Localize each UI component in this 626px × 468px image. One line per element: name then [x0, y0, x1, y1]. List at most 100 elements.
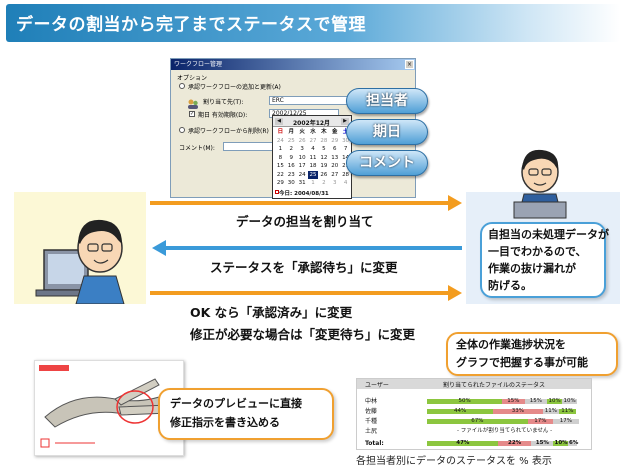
calendar-day[interactable]: 6 [332, 146, 337, 152]
calendar-day[interactable]: 24 [298, 171, 306, 178]
calendar-day[interactable]: 17 [298, 163, 306, 169]
status-percent: 17% [559, 418, 572, 424]
callout-line-1: 自担当の未処理データが [488, 228, 609, 241]
preview-line-2: 修正指示を書き込める [170, 416, 280, 429]
person-at-computer-illustration [35, 219, 125, 305]
calendar-day[interactable]: 27 [309, 137, 317, 144]
calendar-day[interactable]: 28 [342, 171, 350, 178]
status-percent: 67% [471, 418, 484, 424]
right-person-figure [500, 142, 580, 222]
progress-callout [446, 332, 618, 376]
calendar-day[interactable]: 19 [320, 163, 328, 169]
status-percent: 33% [511, 408, 524, 414]
status-percent: 47% [456, 440, 470, 446]
calendar-day[interactable]: 2 [322, 180, 326, 186]
calendar-day[interactable]: 16 [287, 163, 295, 169]
arrow-assign [150, 195, 462, 211]
radio-remove[interactable] [179, 127, 185, 133]
calendar-day[interactable]: 1 [278, 146, 283, 152]
calendar-day[interactable]: 14 [342, 154, 350, 161]
calendar-day[interactable]: 31 [298, 180, 306, 186]
calendar-day[interactable]: 10 [298, 154, 306, 161]
calendar-day[interactable]: 22 [276, 171, 284, 178]
status-percent: 15% [507, 398, 520, 404]
calendar-month: 2002年12月 [293, 120, 331, 127]
calendar-day[interactable]: 12 [320, 154, 328, 161]
radio-add-update[interactable] [179, 83, 185, 89]
status-percent: 10% [563, 398, 576, 404]
calendar-day[interactable]: 20 [331, 163, 339, 169]
users-icon [187, 95, 199, 109]
calendar-day[interactable]: 21 [340, 162, 351, 171]
calendar-weekday: 金 [331, 129, 338, 135]
calendar-next-button[interactable]: ▶ [341, 118, 349, 125]
assign-label: 割り当て先(T): [203, 99, 244, 106]
calendar-weekday: 木 [321, 129, 327, 135]
header-banner [6, 4, 620, 42]
calendar-today[interactable]: 今日: 2004/08/31 [279, 191, 329, 197]
calendar-day[interactable]: 3 [332, 180, 337, 186]
callout-line-3: 作業の抜け漏れが [488, 262, 576, 275]
status-bar-segment [553, 441, 568, 446]
calendar-day[interactable]: 11 [309, 154, 317, 161]
calendar-day[interactable]: 30 [287, 180, 295, 186]
calendar-day[interactable]: 4 [311, 146, 315, 152]
status-bar-segment [427, 419, 528, 424]
status-bar-segment [562, 399, 577, 404]
dialog-titlebar [171, 59, 415, 70]
calendar-day[interactable]: 13 [331, 154, 339, 161]
calendar-day[interactable]: 26 [320, 171, 328, 178]
calendar-day[interactable]: 30 [342, 137, 350, 144]
calendar-day[interactable]: 1 [311, 180, 315, 186]
calendar-day[interactable]: 7 [343, 146, 348, 152]
calendar-weekday: 水 [310, 129, 316, 135]
preview-line-1: データのプレビューに直接 [170, 397, 302, 410]
calendar-day[interactable]: 27 [331, 171, 339, 178]
status-percent: 44% [454, 408, 467, 414]
status-percent: 6% [569, 440, 579, 446]
calendar-day[interactable]: 25 [307, 170, 319, 179]
calendar-day[interactable]: 28 [320, 137, 328, 144]
calendar-weekday: 月 [288, 129, 295, 135]
calendar-header [273, 116, 351, 127]
today-marker [275, 190, 279, 194]
arrow-status-pending [152, 240, 462, 256]
calendar-day[interactable]: 4 [343, 180, 348, 186]
calendar-day[interactable]: 15 [276, 163, 284, 169]
calendar-day[interactable]: 18 [309, 163, 317, 169]
table-row-name: 千種 [365, 418, 378, 425]
calendar-day[interactable]: 29 [331, 137, 339, 144]
dialog-close-button[interactable]: × [405, 60, 414, 69]
radio-remove-label: 承認ワークフローから削除(R) [188, 128, 269, 135]
table-row-name: 土尻 [365, 428, 378, 435]
due-checkbox[interactable]: ✓ [189, 111, 195, 117]
calendar-day[interactable]: 8 [278, 154, 283, 161]
calendar-day[interactable]: 26 [298, 137, 306, 144]
status-bar-segment [553, 419, 579, 424]
calendar-day[interactable]: 2 [289, 146, 294, 152]
status-bar-segment [427, 441, 498, 446]
status-percent: 15% [529, 398, 542, 404]
calendar-day[interactable]: 3 [300, 146, 304, 152]
calendar-day[interactable]: 5 [322, 146, 326, 152]
table-caption: 各担当者別にデータのステータスを % 表示 [356, 456, 552, 467]
comment-pill: コメント [346, 150, 428, 176]
calendar-day[interactable]: 25 [287, 137, 295, 144]
table-col-status: 割り当てられたファイルのステータス [443, 382, 546, 389]
calendar-grid: 日月火水木金土242526272829301234567891011121314… [275, 128, 351, 188]
calendar-day[interactable]: 9 [289, 154, 294, 161]
date-picker-calendar[interactable]: ◀ 2002年12月 ▶ 日月火水木金土24252627282930123456… [272, 115, 352, 199]
table-row: Total:47%22%15%10%6% [357, 439, 591, 448]
status-percent: 50% [458, 398, 471, 404]
progress-line-1: 全体の作業進捗状況を [456, 338, 566, 351]
calendar-day[interactable]: 24 [276, 137, 284, 144]
calendar-day[interactable]: 29 [276, 180, 284, 186]
status-bar-segment [427, 409, 493, 414]
status-bar-segment [568, 441, 577, 446]
calendar-prev-button[interactable]: ◀ [275, 118, 283, 125]
calendar-day[interactable]: 23 [287, 171, 295, 178]
